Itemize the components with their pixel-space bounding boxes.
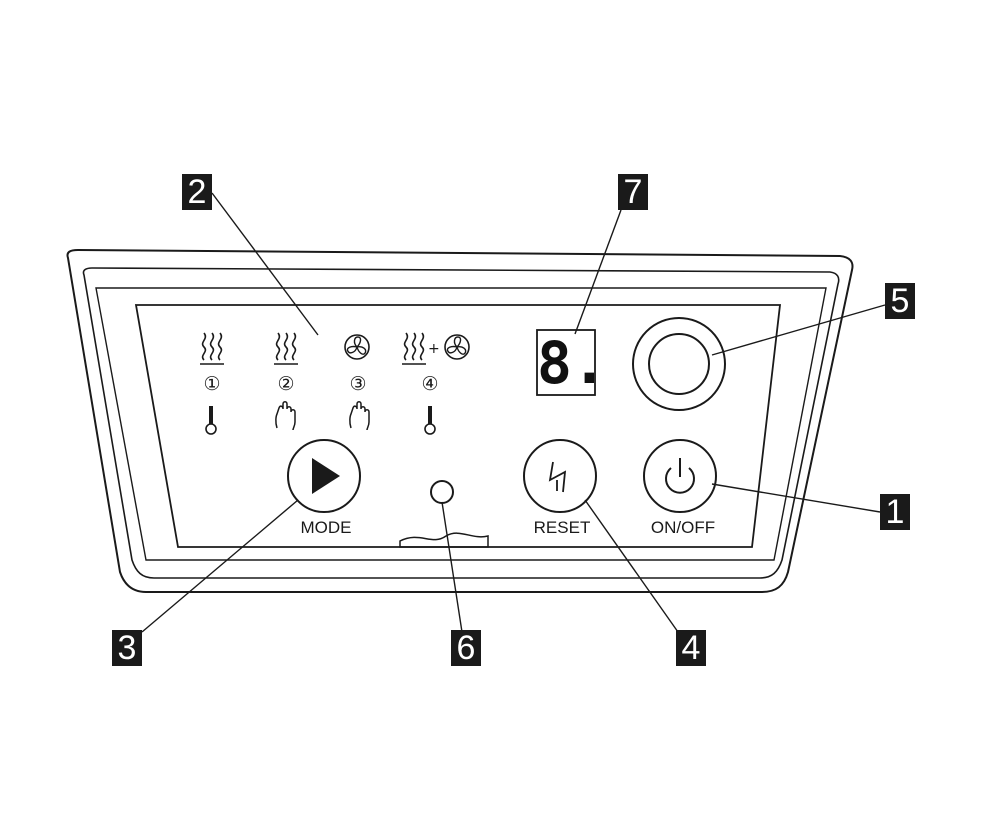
mode4-heat-waves-icon — [401, 332, 427, 365]
leader-line-7 — [574, 209, 622, 335]
panel-wave-mark — [399, 532, 489, 548]
selector-knob[interactable] — [633, 318, 725, 410]
panel-housing-outer — [66, 248, 854, 593]
segment-display-frame — [536, 329, 596, 396]
knob-inner — [648, 333, 710, 395]
leader-line-4 — [584, 499, 679, 633]
mode3-hand-icon — [349, 401, 370, 431]
mode3-fan-icon — [344, 334, 370, 360]
reset-icon — [548, 461, 567, 493]
mode2-hand-icon — [275, 401, 296, 431]
status-led — [430, 480, 454, 504]
leader-line-3 — [141, 499, 299, 633]
leader-line-1 — [711, 483, 881, 513]
reset-button-circle — [523, 439, 597, 513]
panel-face — [134, 304, 782, 548]
callout-2: 2 — [182, 174, 212, 210]
callout-5: 5 — [885, 283, 915, 319]
callout-6: 6 — [451, 630, 481, 666]
callout-3: 3 — [112, 630, 142, 666]
mode-number-2: ② — [277, 373, 295, 395]
mode2-heat-waves-icon — [273, 332, 299, 365]
mode-button-label: MODE — [300, 518, 352, 537]
onoff-button[interactable] — [644, 440, 716, 512]
reset-button[interactable] — [524, 440, 596, 512]
play-icon — [312, 458, 340, 494]
mode4-plus-sign: + — [428, 341, 440, 357]
mode1-heat-waves-icon — [199, 332, 225, 365]
callout-1: 1 — [880, 494, 910, 530]
mode1-thermometer-icon — [204, 404, 218, 436]
reset-button-label: RESET — [533, 518, 591, 537]
power-icon — [665, 467, 695, 494]
mode4-fan-icon — [444, 334, 470, 360]
panel-housing-mid — [82, 267, 840, 579]
mode-number-4: ④ — [421, 373, 439, 395]
callout-7: 7 — [618, 174, 648, 210]
mode-number-3: ③ — [349, 373, 367, 395]
callout-4: 4 — [676, 630, 706, 666]
mode-button[interactable] — [288, 440, 360, 512]
leader-line-2 — [211, 192, 319, 336]
panel-housing-inner — [95, 287, 827, 561]
leader-line-6 — [441, 501, 463, 633]
onoff-button-circle — [643, 439, 717, 513]
mode-number-1: ① — [203, 373, 221, 395]
leader-line-5 — [711, 304, 886, 356]
onoff-button-label: ON/OFF — [650, 518, 716, 537]
segment-display-digit: 8. — [537, 329, 607, 397]
mode4-thermometer-icon — [423, 404, 437, 436]
knob-outer-ring — [632, 317, 726, 411]
mode-button-circle — [287, 439, 361, 513]
